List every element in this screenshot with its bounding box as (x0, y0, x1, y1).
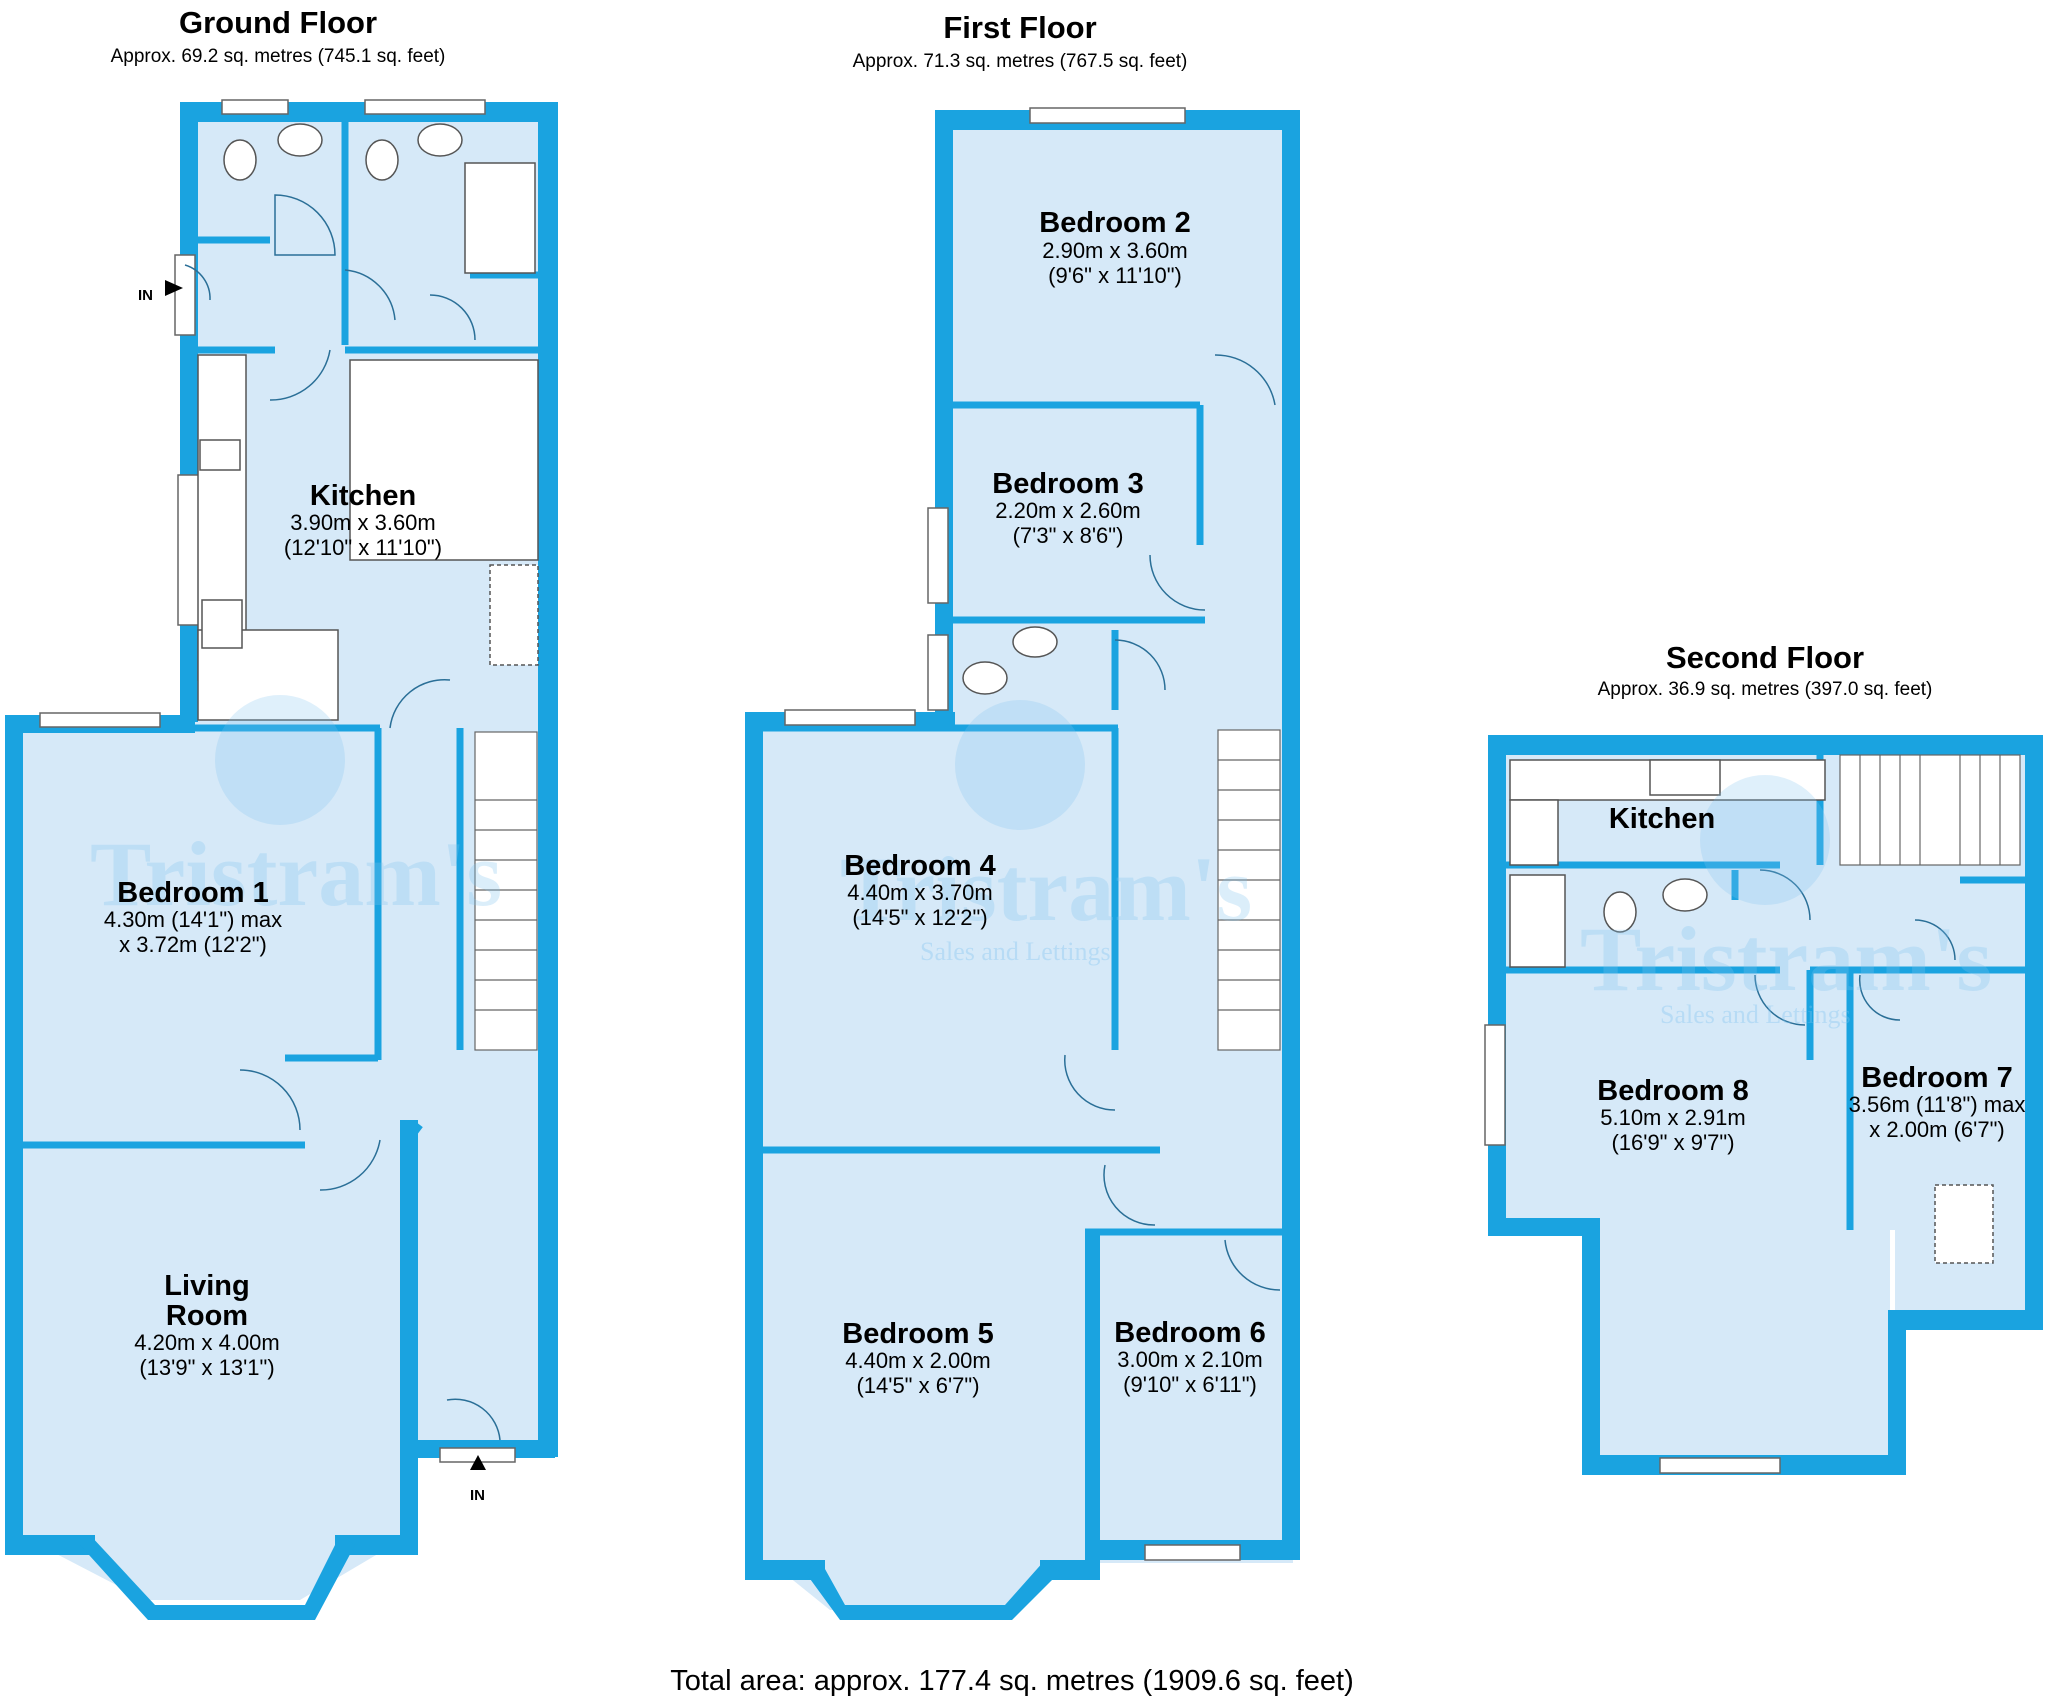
watermark-tagline: Sales and Lettings (920, 937, 1111, 966)
watermark-brand: Tristram's (90, 823, 502, 925)
bedroom8-dim-ft: (16'9" x 9'7") (1611, 1130, 1734, 1155)
side-entrance-arrow-icon (165, 280, 183, 296)
bedroom5-dim-ft: (14'5" x 6'7") (856, 1373, 979, 1398)
watermark-brand: Tristram's (840, 838, 1252, 940)
watermark-logo-icon (1700, 775, 1830, 905)
ground-kitchen-dim-m: 3.90m x 3.60m (290, 510, 436, 535)
watermark-ground: Tristram's (90, 695, 502, 925)
bedroom8-name: Bedroom 8 (1597, 1075, 1748, 1107)
bedroom6-dim-ft: (9'10" x 6'11") (1123, 1372, 1257, 1397)
bedroom2-name: Bedroom 2 (1039, 207, 1190, 239)
bedroom7-dim-m: 3.56m (11'8") max (1849, 1092, 2026, 1117)
bedroom4-dim-m: 4.40m x 3.70m (847, 880, 993, 905)
bedroom7-dim-ft: x 2.00m (6'7") (1869, 1117, 2005, 1142)
bedroom8-dim-m: 5.10m x 2.91m (1600, 1105, 1746, 1130)
watermark-second: Tristram's Sales and Lettings (1580, 775, 1992, 1029)
watermark-tagline: Sales and Lettings (1660, 1000, 1851, 1029)
bedroom2-dim-m: 2.90m x 3.60m (1042, 238, 1188, 263)
ground-kitchen-dim-ft: (12'10" x 11'10") (284, 535, 442, 560)
bedroom3-name: Bedroom 3 (992, 468, 1143, 500)
ground-floor-plan (5, 99, 558, 1620)
bedroom4-name: Bedroom 4 (844, 850, 995, 882)
bedroom1-dim-ft: x 3.72m (12'2") (119, 932, 267, 957)
bedroom5-name: Bedroom 5 (842, 1318, 993, 1350)
living-room-dim-ft: (13'9" x 13'1") (139, 1355, 274, 1380)
bedroom3-dim-ft: (7'3" x 8'6") (1013, 523, 1124, 548)
first-floor-plan (745, 107, 1300, 1620)
bedroom3-dim-m: 2.20m x 2.60m (995, 498, 1141, 523)
bedroom1-name: Bedroom 1 (117, 877, 268, 909)
first-floor-area: Approx. 71.3 sq. metres (767.5 sq. feet) (853, 51, 1188, 72)
bedroom5-dim-m: 4.40m x 2.00m (845, 1348, 991, 1373)
front-entrance-arrow-icon (470, 1455, 486, 1470)
side-entrance-label: IN (138, 287, 153, 304)
ground-kitchen-name: Kitchen (310, 480, 416, 512)
total-area: Total area: approx. 177.4 sq. metres (19… (670, 1665, 1354, 1697)
bedroom6-name: Bedroom 6 (1114, 1317, 1265, 1349)
first-floor-title: First Floor (943, 10, 1096, 45)
watermark-brand: Tristram's (1580, 908, 1992, 1010)
ground-floor-area: Approx. 69.2 sq. metres (745.1 sq. feet) (111, 46, 446, 67)
ground-floor-title: Ground Floor (179, 5, 377, 40)
bedroom7-name: Bedroom 7 (1861, 1062, 2012, 1094)
bedroom6-dim-m: 3.00m x 2.10m (1117, 1347, 1263, 1372)
second-floor-area: Approx. 36.9 sq. metres (397.0 sq. feet) (1598, 679, 1933, 700)
watermark-logo-icon (215, 695, 345, 825)
watermark-first: Tristram's Sales and Lettings (840, 700, 1252, 966)
second-floor-plan (1484, 735, 2043, 1475)
living-room-name-1: Living (164, 1270, 249, 1302)
second-kitchen-name: Kitchen (1609, 803, 1715, 835)
bedroom1-dim-m: 4.30m (14'1") max (104, 907, 282, 932)
front-entrance-label: IN (470, 1487, 485, 1504)
second-floor-title: Second Floor (1666, 640, 1864, 675)
watermark-logo-icon (955, 700, 1085, 830)
bedroom4-dim-ft: (14'5" x 12'2") (852, 905, 987, 930)
living-room-dim-m: 4.20m x 4.00m (134, 1330, 280, 1355)
bedroom2-dim-ft: (9'6" x 11'10") (1048, 263, 1182, 288)
living-room-name-2: Room (166, 1300, 248, 1332)
